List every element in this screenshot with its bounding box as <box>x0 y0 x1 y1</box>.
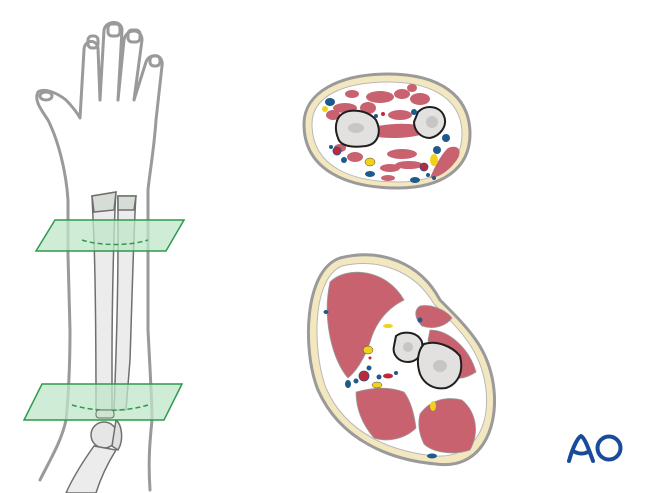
humerus-shaft <box>65 445 118 493</box>
distal-cross-section <box>302 72 472 190</box>
proximal-cross-section <box>306 253 497 467</box>
proximal-section-plane <box>22 383 184 421</box>
distal-section-plane <box>34 219 186 252</box>
ao-logo: AO <box>567 434 623 463</box>
forearm-outline <box>38 253 72 482</box>
logo-letter-a <box>567 434 595 463</box>
logo-letter-o <box>595 434 623 462</box>
